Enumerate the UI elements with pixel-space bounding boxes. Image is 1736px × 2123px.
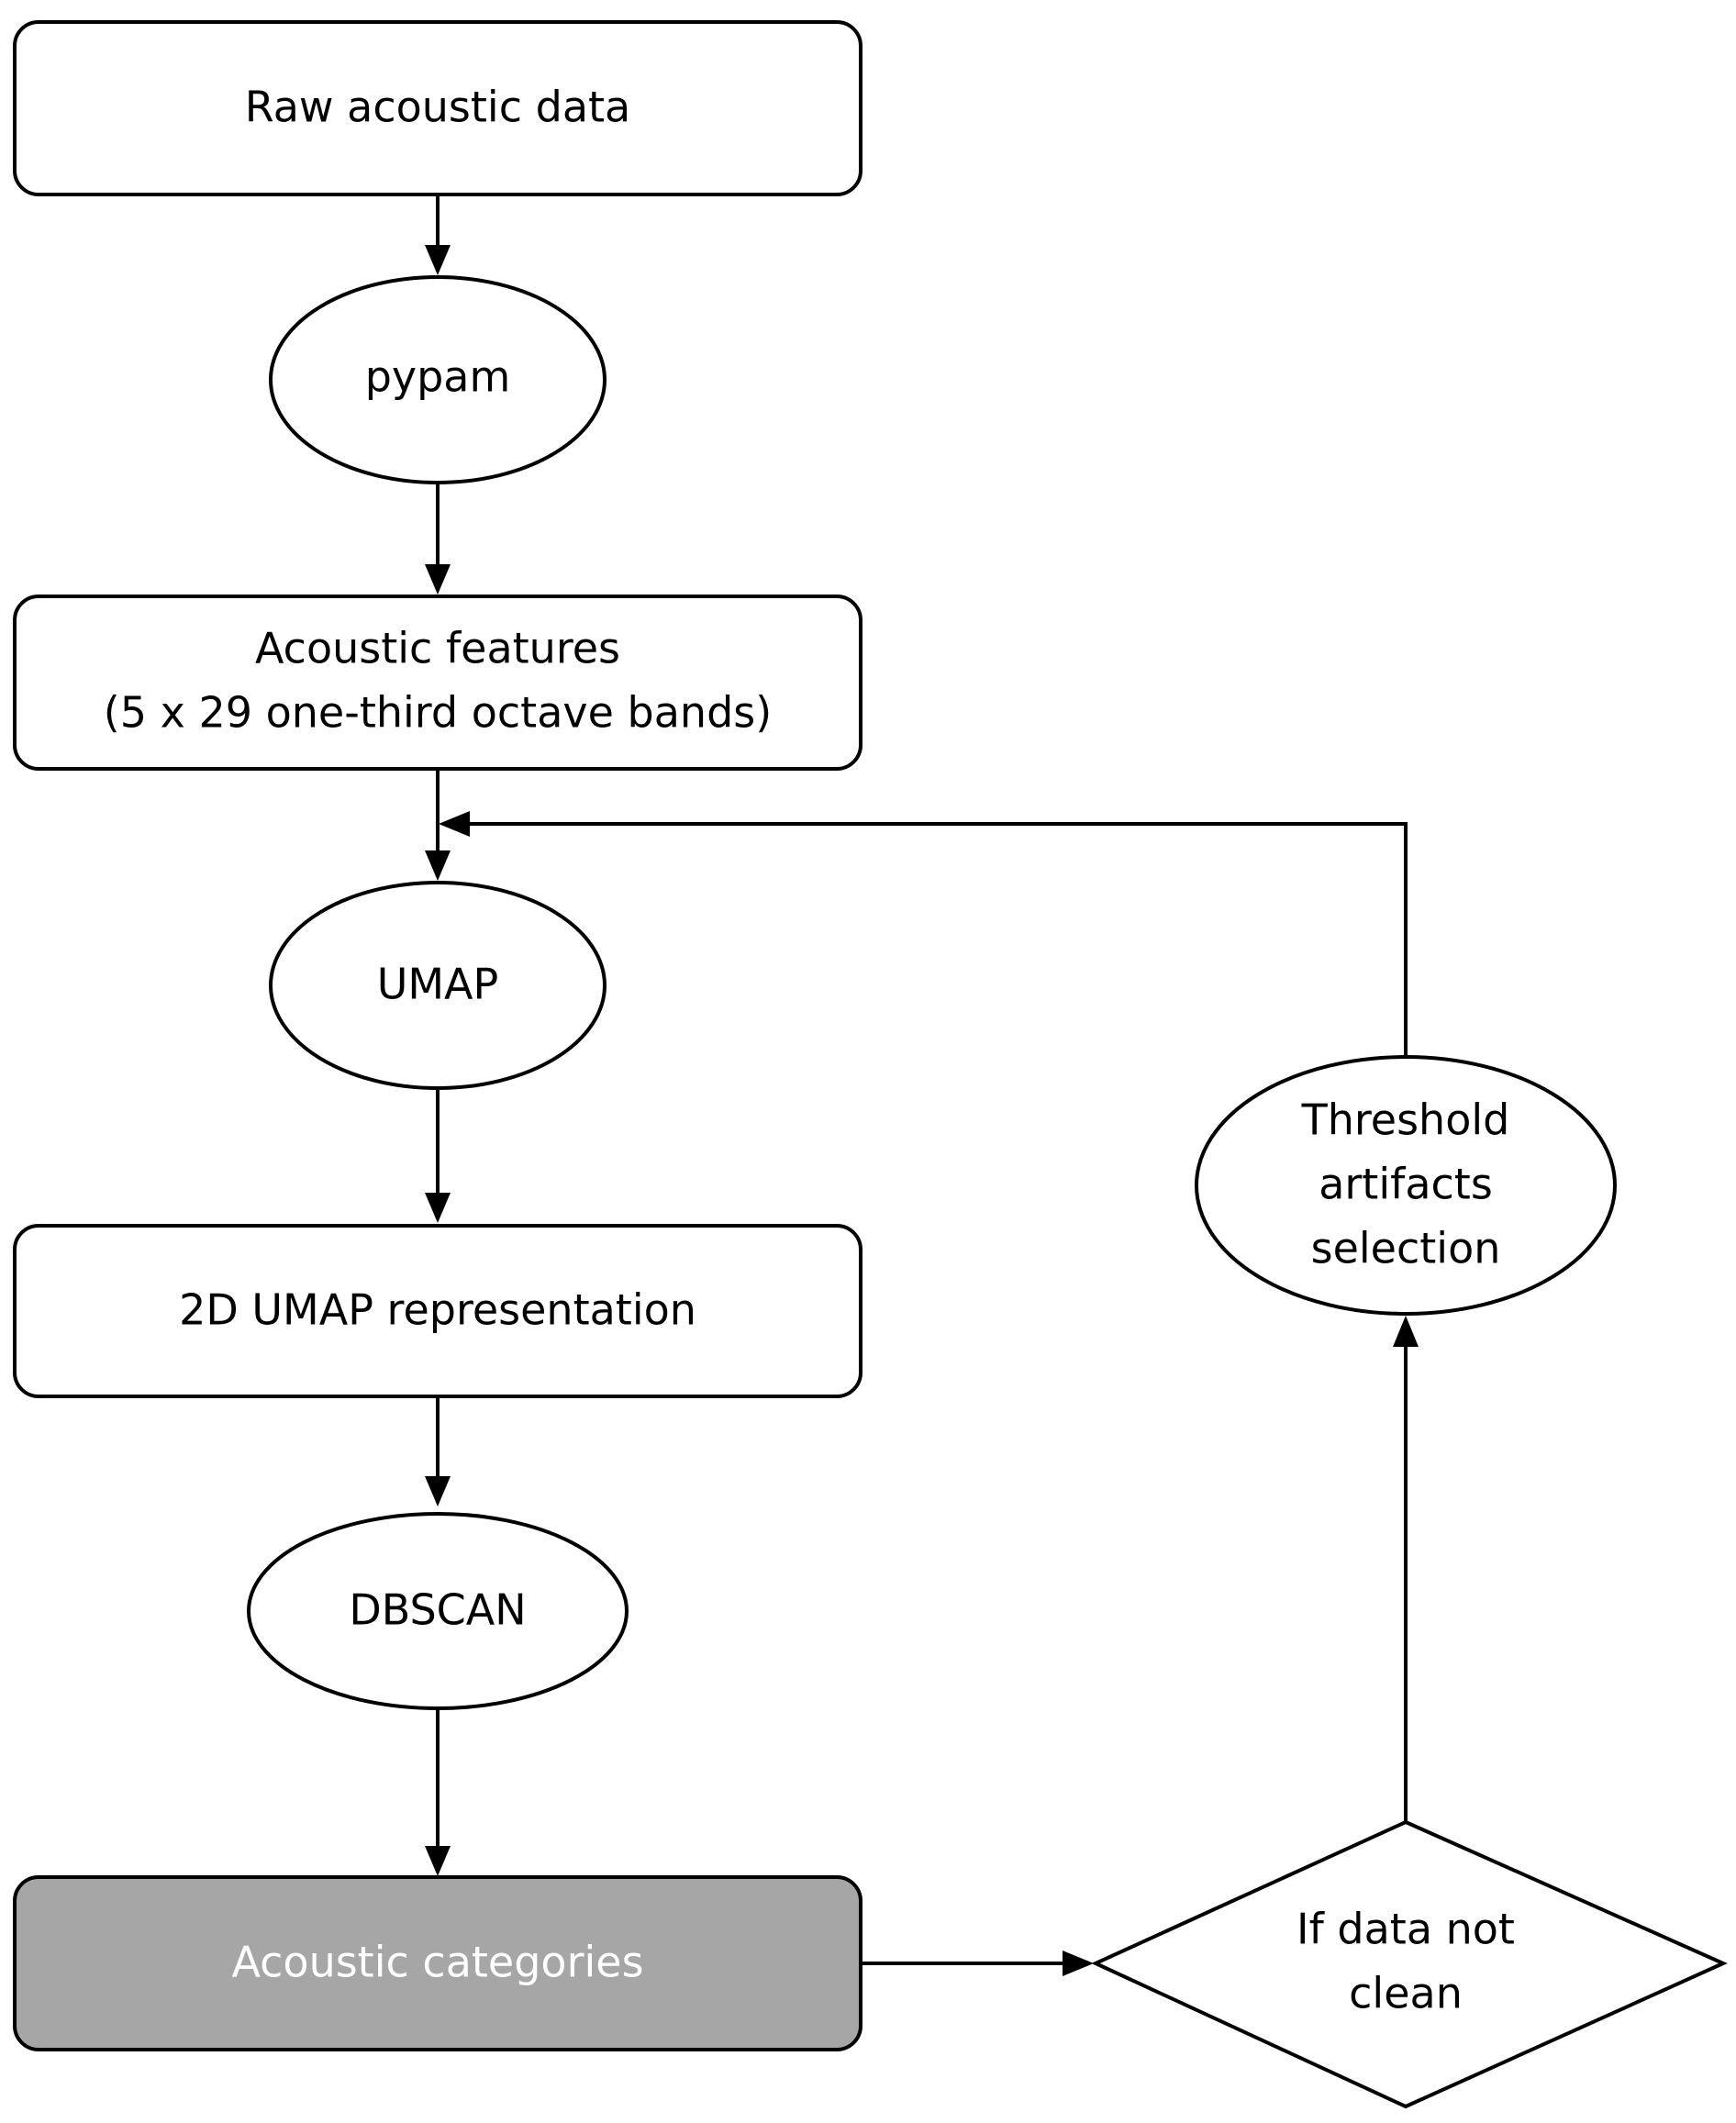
node-raw-acoustic-data: Raw acoustic data	[13, 20, 862, 196]
node-label: pypam	[365, 352, 511, 402]
node-if-data-not-clean: If data not clean	[1091, 1819, 1728, 2109]
arrowhead-threshold-feedback	[439, 811, 470, 837]
arrowhead-umap-to-representation	[425, 1193, 451, 1223]
edges	[425, 195, 1419, 1976]
process-box	[13, 20, 862, 196]
node-label: Acoustic categories	[231, 1938, 643, 1987]
arrowhead-representation-to-dbscan	[425, 1476, 451, 1506]
process-ellipse	[269, 275, 606, 484]
node-label-line-1: Threshold	[1301, 1095, 1510, 1145]
node-acoustic-features: Acoustic features (5 x 29 one-third octa…	[13, 595, 862, 771]
node-label: Raw acoustic data	[245, 83, 630, 132]
node-umap: UMAP	[269, 881, 606, 1090]
node-label: 2D UMAP representation	[179, 1285, 696, 1335]
node-label-line-2: artifacts	[1319, 1160, 1493, 1209]
node-2d-umap-representation: 2D UMAP representation	[13, 1224, 862, 1398]
arrowhead-categories-to-decision	[1063, 1951, 1094, 1976]
node-threshold-artifacts-selection: Threshold artifacts selection	[1195, 1055, 1617, 1316]
process-box-highlighted	[13, 1875, 862, 2051]
process-ellipse	[247, 1512, 629, 1710]
node-label: UMAP	[377, 960, 499, 1009]
arrowhead-pypam-to-features	[425, 564, 451, 595]
node-label: DBSCAN	[349, 1585, 526, 1635]
node-dbscan: DBSCAN	[247, 1512, 629, 1710]
arrowhead-decision-to-threshold	[1393, 1316, 1419, 1347]
process-box	[13, 1224, 862, 1398]
node-label-line-3: selection	[1311, 1224, 1501, 1273]
node-pypam: pypam	[269, 275, 606, 484]
process-box	[13, 595, 862, 771]
process-ellipse	[269, 881, 606, 1090]
arrowhead-raw-to-pypam	[425, 245, 451, 275]
node-label-line-1: If data not	[1296, 1905, 1515, 1954]
decision-diamond	[1091, 1819, 1728, 2109]
process-ellipse	[1195, 1055, 1617, 1316]
node-label-line-1: Acoustic features	[255, 624, 620, 673]
edge-threshold-feedback	[466, 822, 1408, 1057]
node-label-line-2: (5 x 29 one-third octave bands)	[104, 688, 772, 738]
node-label-line-2: clean	[1349, 1969, 1463, 2018]
node-acoustic-categories: Acoustic categories	[13, 1875, 862, 2051]
arrowhead-dbscan-to-categories	[425, 1846, 451, 1876]
arrowhead-features-to-umap	[425, 850, 451, 881]
